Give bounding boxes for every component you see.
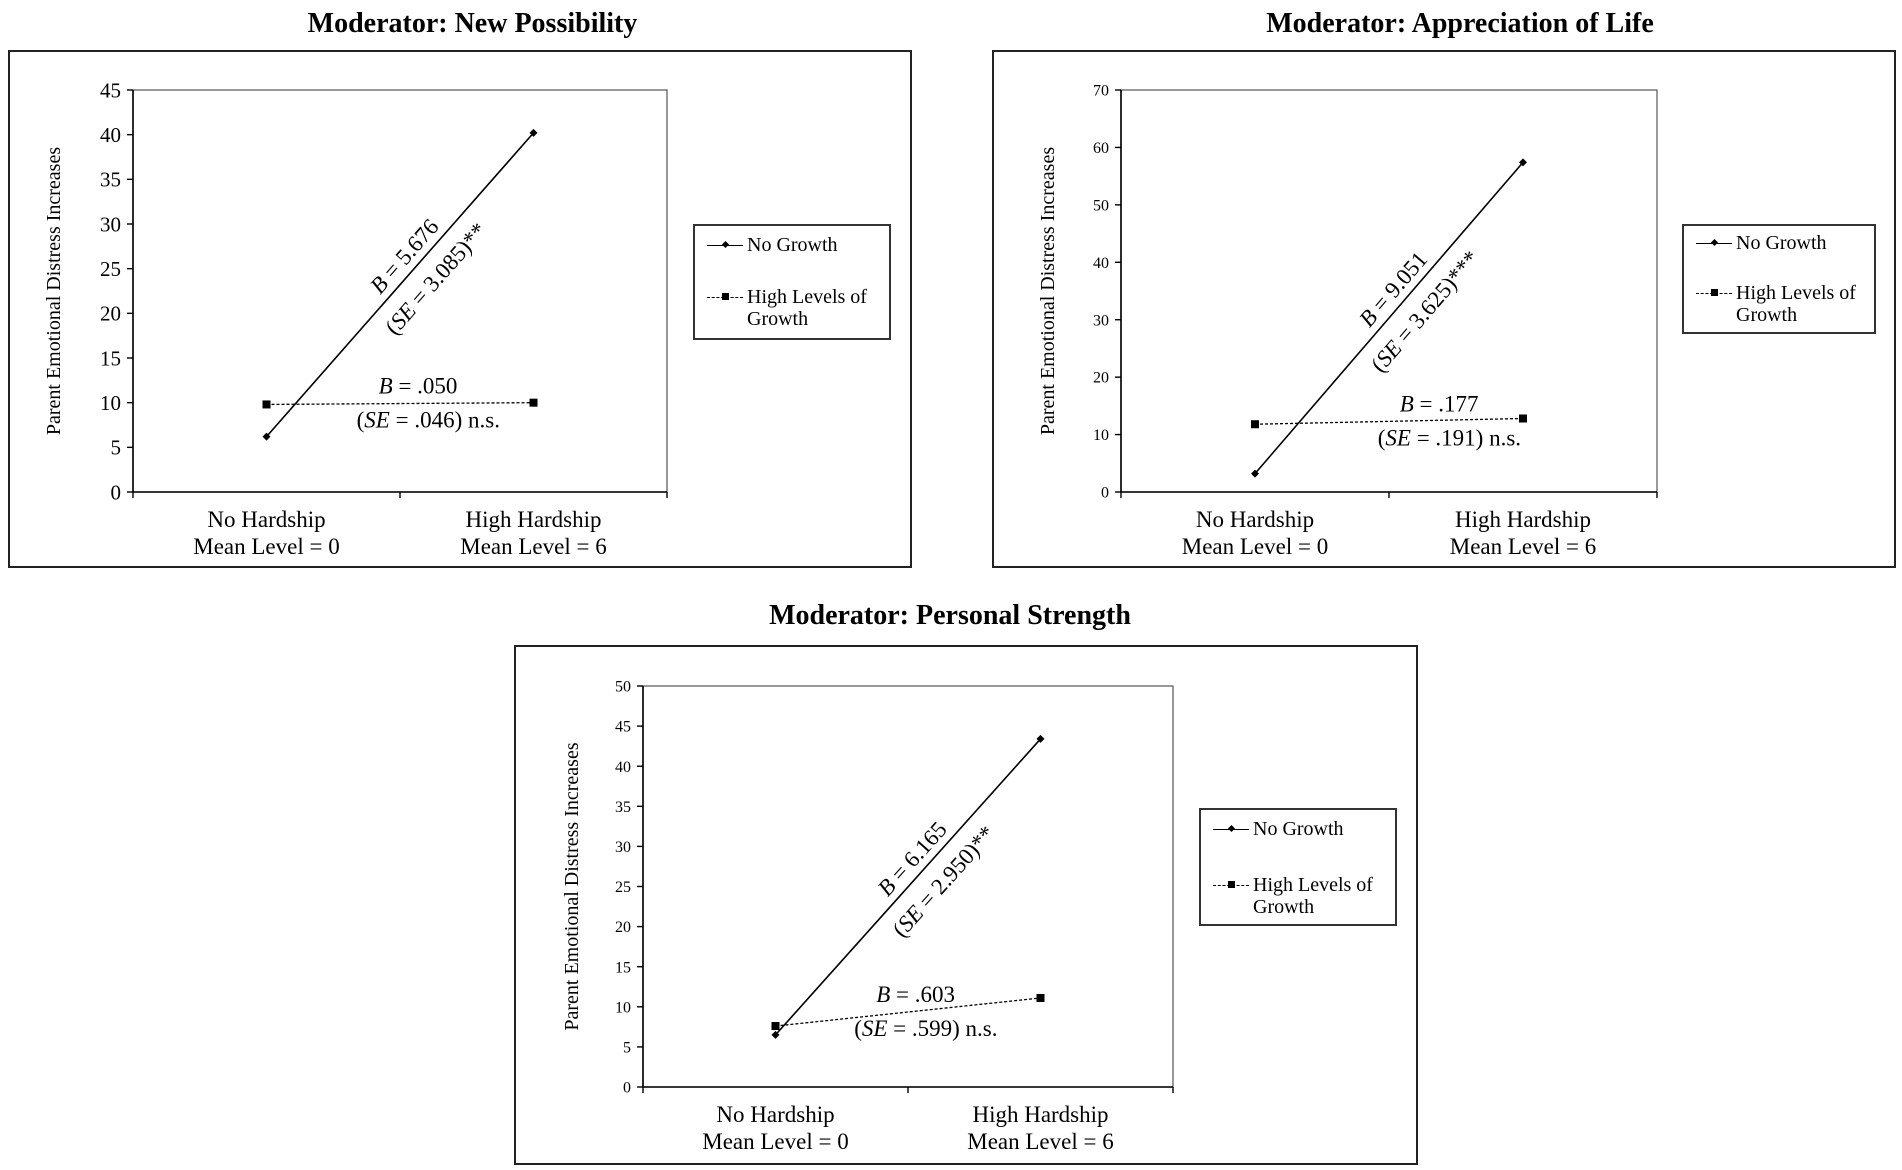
- x-tick-label: Mean Level = 0: [193, 534, 339, 559]
- y-tick-label: 45: [100, 78, 121, 102]
- legend: No Growth High Levels of Growth: [693, 224, 891, 340]
- solid-line-diamond-icon: [705, 234, 745, 256]
- series-line-no-growth: [774, 738, 1042, 1036]
- y-axis-label: Parent Emotional Distress Increases: [43, 147, 65, 435]
- y-tick-label: 50: [615, 679, 631, 696]
- y-axis-label: Parent Emotional Distress Increases: [561, 742, 583, 1030]
- legend-item-high-growth: High Levels of Growth: [705, 286, 883, 330]
- y-tick-label: 0: [623, 1080, 631, 1097]
- y-tick-label: 20: [1093, 370, 1109, 387]
- y-tick-label: 5: [623, 1040, 631, 1057]
- x-tick-label: High Hardship: [972, 1102, 1108, 1127]
- annotation-se: (SE = .191) n.s.: [1378, 425, 1521, 450]
- diamond-marker: [771, 1030, 780, 1039]
- y-tick-label: 25: [100, 257, 121, 281]
- diamond-marker: [1036, 734, 1045, 743]
- square-marker: [1036, 993, 1045, 1002]
- dotted-line-square-icon: [705, 286, 745, 308]
- diamond-marker: [1251, 469, 1259, 478]
- y-tick-label: 5: [111, 436, 122, 460]
- annotation-b: B = .050: [379, 374, 458, 399]
- y-tick-label: 40: [100, 123, 121, 147]
- y-tick-label: 50: [1093, 197, 1109, 214]
- square-marker: [529, 398, 538, 407]
- square-marker: [1251, 420, 1259, 429]
- square-marker: [1519, 414, 1527, 423]
- x-tick-label: No Hardship: [1196, 507, 1314, 532]
- y-tick-label: 40: [615, 759, 631, 776]
- x-tick-label: High Hardship: [465, 507, 601, 532]
- panel-title: Moderator: New Possibility: [307, 8, 638, 39]
- y-tick-label: 20: [100, 302, 121, 326]
- y-tick-label: 70: [1093, 83, 1109, 100]
- y-tick-label: 35: [615, 799, 631, 816]
- series-line-high-growth: [266, 402, 534, 406]
- y-tick-label: 15: [615, 959, 631, 976]
- legend: No Growth High Levels of Growth: [1199, 808, 1397, 926]
- y-tick-label: 30: [100, 212, 121, 236]
- y-tick-label: 45: [615, 719, 631, 736]
- legend-label: No Growth: [1736, 232, 1827, 254]
- legend-label: No Growth: [747, 234, 838, 256]
- solid-line-diamond-icon: [1694, 232, 1734, 254]
- y-tick-label: 60: [1093, 140, 1109, 157]
- legend-item-no-growth: No Growth: [705, 234, 883, 256]
- legend-label: No Growth: [1253, 818, 1344, 840]
- y-tick-label: 10: [615, 999, 631, 1016]
- dotted-line-square-icon: [1211, 874, 1251, 896]
- x-tick-label: Mean Level = 0: [702, 1129, 848, 1154]
- dotted-line-square-icon: [1694, 282, 1734, 304]
- legend-item-high-growth: High Levels of Growth: [1211, 874, 1389, 918]
- y-tick-label: 20: [615, 919, 631, 936]
- square-marker: [262, 400, 271, 409]
- y-tick-label: 15: [100, 346, 121, 370]
- y-tick-label: 30: [615, 839, 631, 856]
- legend-item-high-growth: High Levels of Growth: [1694, 282, 1868, 326]
- series-line-no-growth: [265, 132, 535, 438]
- annotation-b: B = .177: [1400, 391, 1479, 416]
- panel-title: Moderator: Appreciation of Life: [1266, 8, 1654, 39]
- annotation-se: (SE = .599) n.s.: [854, 1016, 997, 1041]
- x-tick-label: No Hardship: [207, 507, 325, 532]
- diamond-marker: [1519, 158, 1527, 167]
- diamond-marker: [529, 128, 538, 137]
- annotation-b: B = .603: [876, 982, 955, 1007]
- x-tick-label: Mean Level = 6: [967, 1129, 1113, 1154]
- y-tick-label: 25: [615, 879, 631, 896]
- y-tick-label: 30: [1093, 312, 1109, 329]
- y-tick-label: 40: [1093, 255, 1109, 272]
- legend-label: High Levels of Growth: [1736, 282, 1856, 326]
- x-tick-label: Mean Level = 6: [1450, 534, 1596, 559]
- solid-line-diamond-icon: [1211, 818, 1251, 840]
- x-tick-label: No Hardship: [716, 1102, 834, 1127]
- legend: No Growth High Levels of Growth: [1682, 224, 1876, 334]
- y-tick-label: 10: [100, 391, 121, 415]
- y-axis-label: Parent Emotional Distress Increases: [1037, 147, 1059, 435]
- x-tick-label: Mean Level = 0: [1182, 534, 1328, 559]
- x-tick-label: High Hardship: [1455, 507, 1591, 532]
- legend-item-no-growth: No Growth: [1694, 232, 1868, 254]
- series-line-no-growth: [1254, 161, 1524, 475]
- y-tick-label: 35: [100, 168, 121, 192]
- annotation-se: (SE = .046) n.s.: [357, 408, 500, 433]
- panel-title: Moderator: Personal Strength: [769, 600, 1131, 631]
- diamond-marker: [262, 432, 271, 441]
- y-tick-label: 0: [1101, 485, 1109, 502]
- legend-item-no-growth: No Growth: [1211, 818, 1389, 840]
- square-marker: [771, 1022, 780, 1031]
- y-tick-label: 0: [111, 480, 122, 504]
- x-tick-label: Mean Level = 6: [460, 534, 606, 559]
- series-line-high-growth: [775, 997, 1041, 1027]
- y-tick-label: 10: [1093, 427, 1109, 444]
- legend-label: High Levels of Growth: [1253, 874, 1373, 918]
- legend-label: High Levels of Growth: [747, 286, 867, 330]
